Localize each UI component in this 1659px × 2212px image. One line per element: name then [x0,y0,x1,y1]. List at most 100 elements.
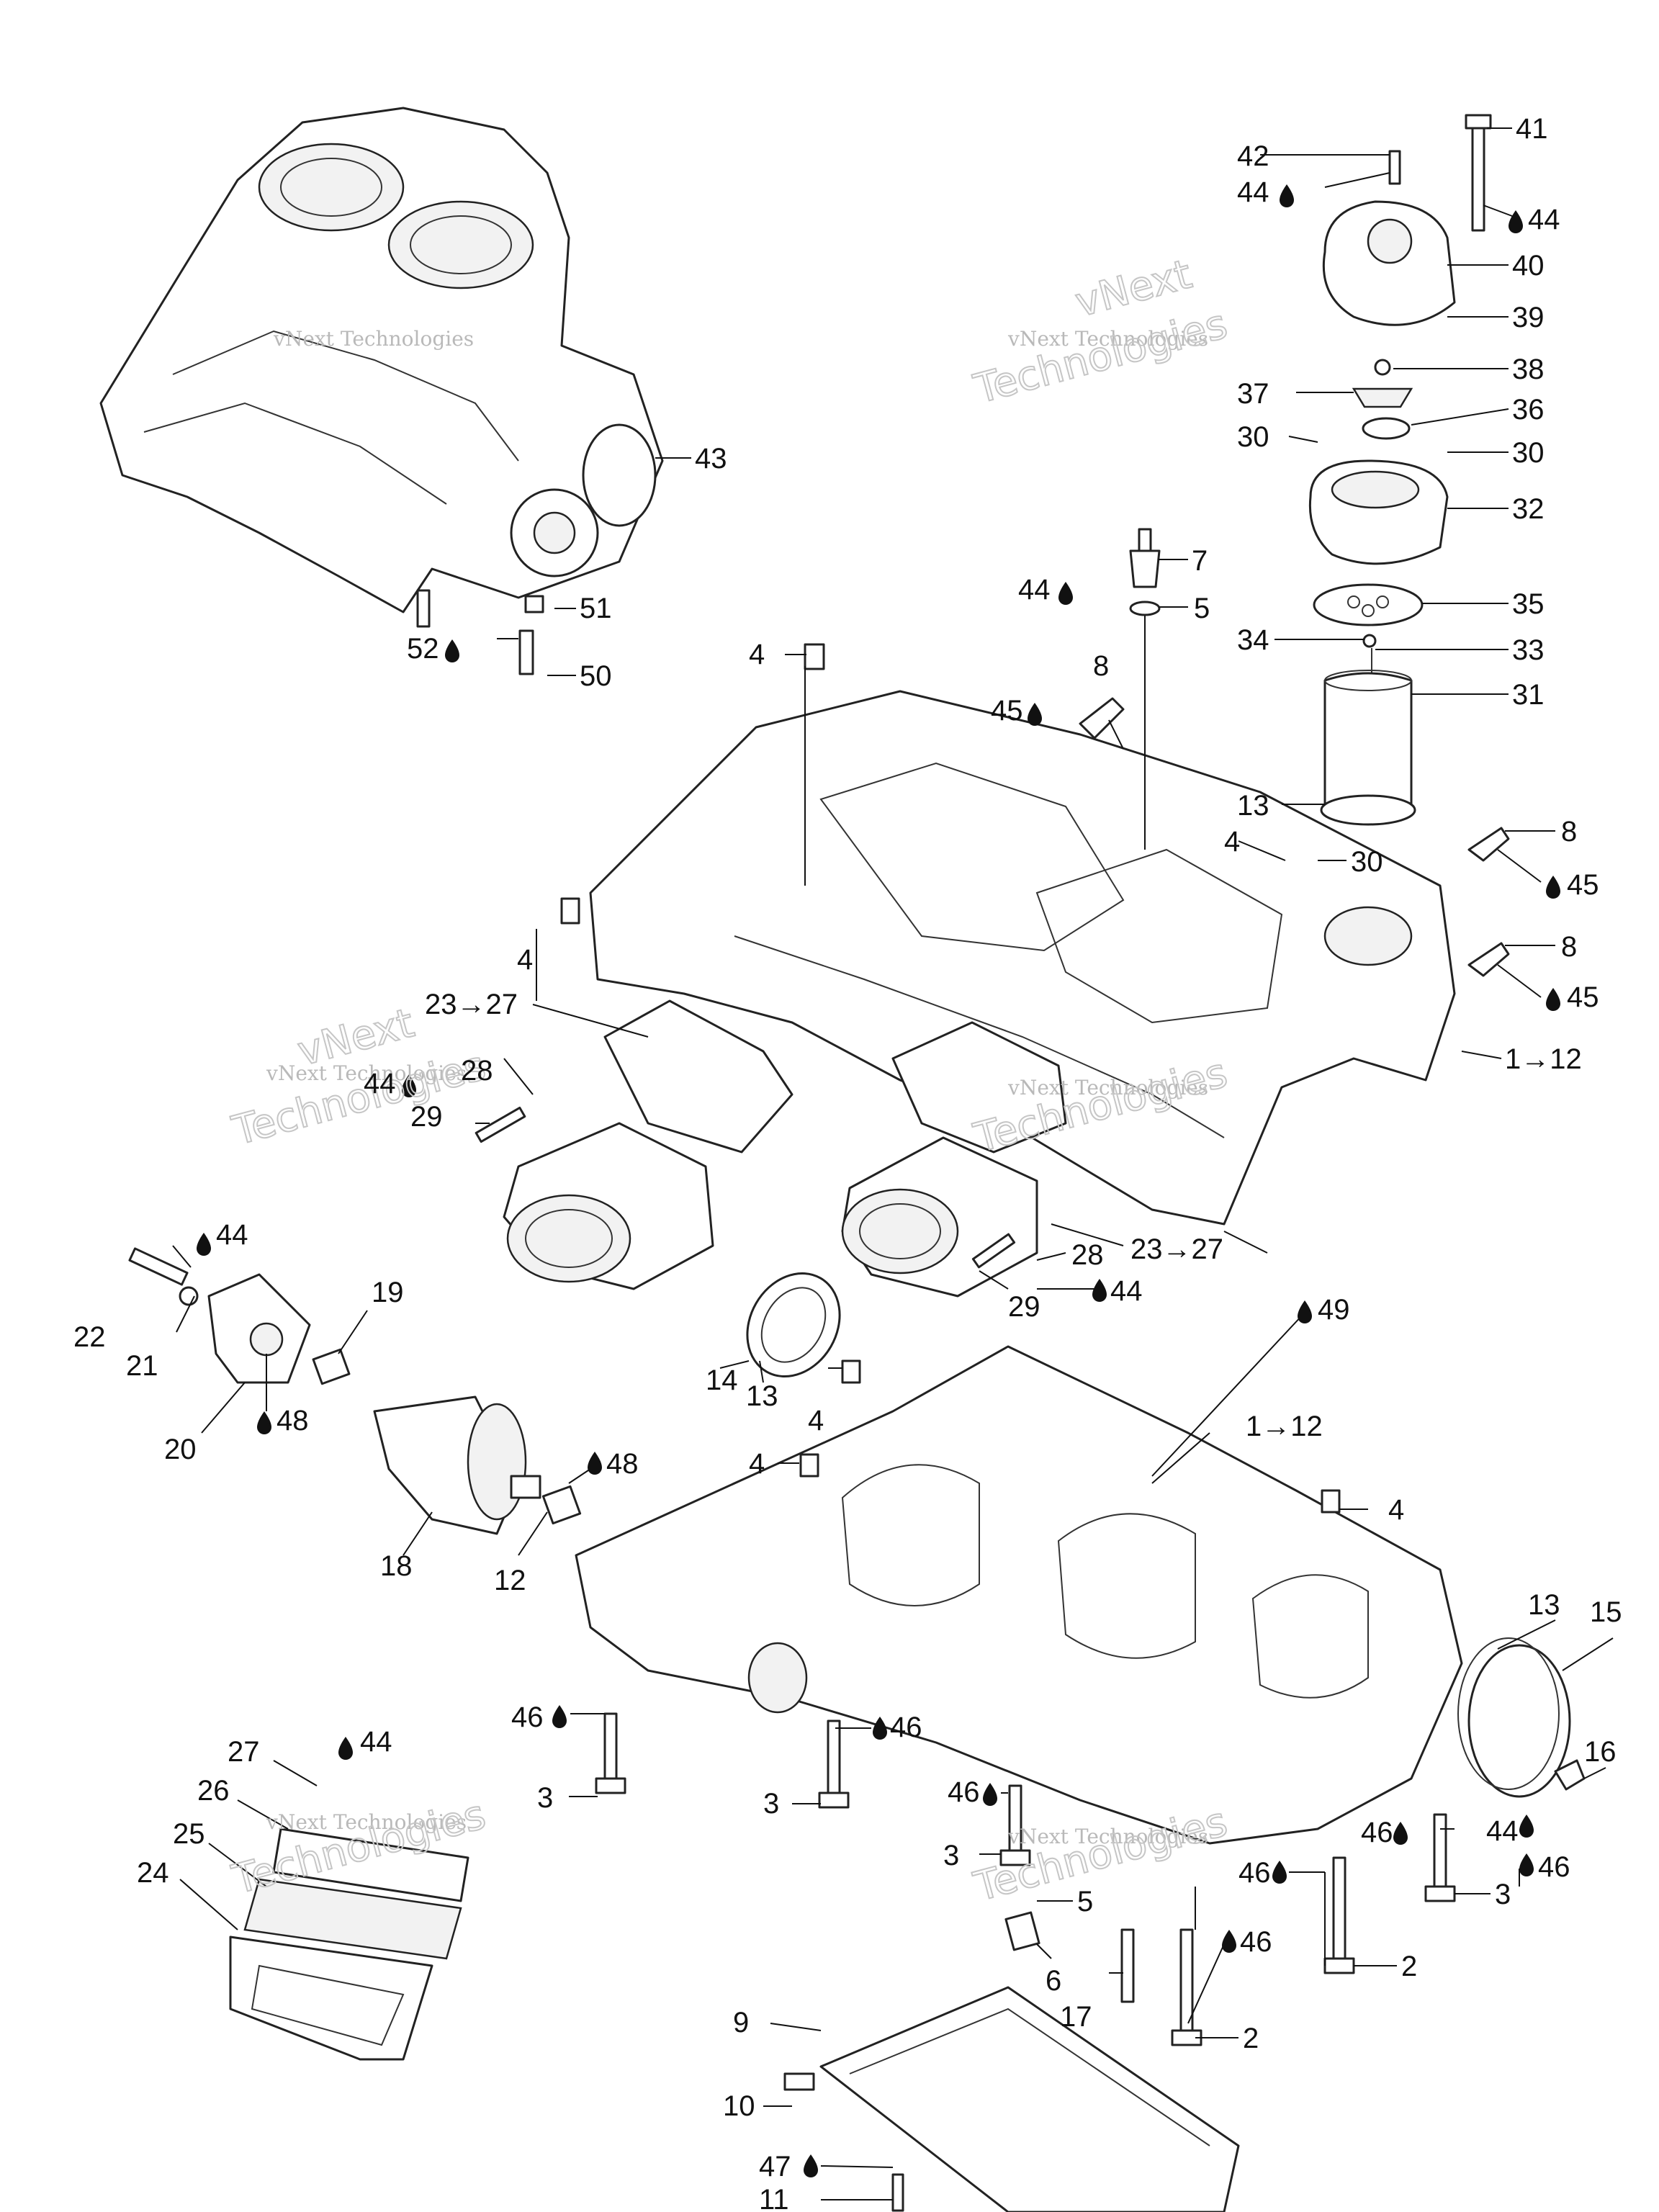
callout-46: 46 [1538,1851,1570,1883]
watermark-text: vNext Technologies [266,1061,467,1085]
callout-18: 18 [380,1550,413,1582]
oil-drop-icon [1280,184,1294,207]
callout-33: 33 [1512,634,1545,666]
callout-30: 30 [1512,437,1545,469]
oil-drop-icon [1519,1853,1534,1876]
oil-drop-icon [983,1783,997,1806]
callout-13: 13 [746,1380,778,1412]
callout-44: 44 [1110,1275,1143,1307]
oil-drop-icon [1393,1822,1408,1845]
oil-drop-icons [197,184,1560,2177]
callout-2: 2 [1243,2023,1259,2054]
callout-46: 46 [948,1776,980,1808]
callout-40: 40 [1512,250,1545,282]
callout-12: 12 [494,1565,526,1596]
callout-43: 43 [695,443,727,475]
callout-14: 14 [706,1364,738,1396]
callout-26: 26 [197,1775,230,1807]
callout-labels: 41 42 44 44 40 39 38 37 36 30 30 32 43 7… [73,113,1622,2212]
reed-valve-parts [229,1827,469,2061]
callout-30: 30 [1237,421,1269,453]
callout-9: 9 [733,2007,749,2038]
callout-1-12: 1→12 [1246,1411,1323,1442]
watermark-text: vNext Technologies [273,327,474,351]
callout-21: 21 [126,1350,158,1382]
callout-35: 35 [1512,588,1545,620]
callout-51: 51 [580,593,612,624]
oil-drop-icon [873,1717,887,1740]
callout-7: 7 [1192,545,1208,577]
oil-drop-icon [1546,876,1560,899]
callout-16: 16 [1584,1736,1617,1768]
upper-crankcase [589,690,1456,1226]
oil-drop-icon [1298,1300,1312,1323]
engine-assembly [99,107,664,628]
callout-4: 4 [749,639,765,670]
callout-52: 52 [407,633,439,665]
callout-39: 39 [1512,302,1545,333]
callout-22: 22 [73,1321,106,1353]
callout-10: 10 [723,2090,755,2122]
callout-3: 3 [943,1840,959,1871]
intake-manifolds [475,999,1067,1378]
callout-44: 44 [364,1068,396,1100]
callout-49: 49 [1318,1294,1350,1326]
end-cover [1457,1637,1586,1798]
callout-1-12: 1→12 [1505,1043,1582,1075]
callout-46: 46 [1240,1926,1272,1958]
callout-47: 47 [759,2151,791,2182]
callout-8: 8 [1561,931,1577,963]
callout-44: 44 [1237,176,1269,208]
callout-45: 45 [1567,869,1599,901]
callout-44: 44 [1528,204,1560,235]
callout-36: 36 [1512,394,1545,426]
callout-48: 48 [606,1448,639,1480]
watermark-text: vNext Technologies [1007,1076,1208,1100]
callout-50: 50 [580,660,612,692]
callout-4: 4 [749,1448,765,1480]
callout-8: 8 [1561,816,1577,848]
oil-drop-icon [1546,988,1560,1011]
callout-28: 28 [461,1055,493,1087]
oil-drop-icon [1058,582,1073,605]
callout-17: 17 [1060,2001,1092,2033]
callout-23-27: 23→27 [1130,1233,1223,1265]
callout-11: 11 [759,2184,789,2212]
callout-4: 4 [1224,826,1240,858]
callout-13: 13 [1237,790,1269,822]
callout-4: 4 [517,944,533,976]
watermark-text: vNext Technologies [1007,1825,1208,1848]
starter-drive-parts [128,1247,582,1535]
oil-drop-icon [197,1233,211,1256]
water-pump-assembly [1308,114,1492,826]
callout-46: 46 [1361,1817,1393,1848]
callout-8: 8 [1093,650,1109,682]
callout-4: 4 [808,1405,824,1437]
callout-46: 46 [1238,1857,1271,1889]
callout-24: 24 [137,1857,169,1889]
callout-46: 46 [511,1701,544,1733]
callout-23-27: 23→27 [425,989,518,1020]
callout-38: 38 [1512,354,1545,385]
callout-42: 42 [1237,140,1269,172]
oil-drop-icon [402,1074,416,1097]
callout-19: 19 [372,1277,404,1308]
oil-drop-icon [338,1737,353,1760]
callout-29: 29 [1008,1291,1040,1323]
oil-drop-icon [1519,1815,1534,1838]
callout-20: 20 [164,1434,197,1465]
oil-drop-icon [1028,703,1042,726]
callout-3: 3 [763,1788,779,1820]
callout-32: 32 [1512,493,1545,525]
watermark-text: vNext Technologies [266,1810,467,1834]
callout-29: 29 [410,1101,443,1133]
callout-44: 44 [1018,574,1051,606]
callout-37: 37 [1237,378,1269,410]
lower-crankcase [575,1345,1463,1845]
oil-drop-icon [257,1411,271,1434]
callout-27: 27 [228,1736,260,1768]
oil-drop-icon [1509,210,1523,233]
callout-6: 6 [1046,1965,1061,1997]
crankcase-bolts [595,1712,1456,2212]
